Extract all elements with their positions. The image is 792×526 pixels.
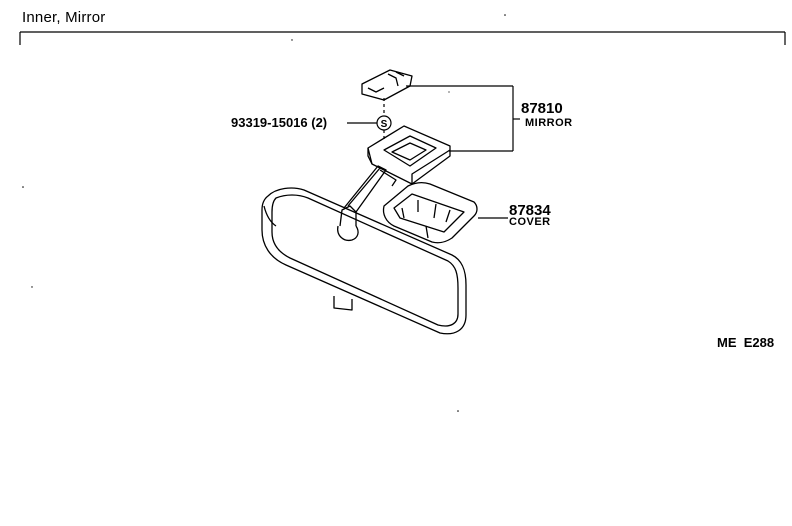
part-name-mirror: MIRROR	[525, 117, 573, 129]
screw-symbol-icon	[376, 115, 392, 131]
diagram-title: Inner, Mirror	[22, 9, 106, 26]
reference-code: ME E288	[717, 335, 775, 350]
part-number-cover: 87834	[509, 202, 551, 219]
leader-lines	[347, 85, 520, 219]
part-number-mirror: 87810	[521, 100, 563, 117]
part-name-cover: COVER	[509, 216, 551, 228]
screw-part-callout: 93319-15016 (2)	[231, 115, 328, 130]
mirror-body-drawing	[261, 187, 467, 335]
mirror-bracket-drawing	[361, 69, 413, 101]
screw-symbol-letter: S	[381, 119, 388, 130]
cover-drawing	[382, 182, 478, 244]
mirror-stem-drawing	[337, 125, 451, 242]
header-frame	[19, 31, 786, 45]
scan-specks	[22, 14, 506, 412]
